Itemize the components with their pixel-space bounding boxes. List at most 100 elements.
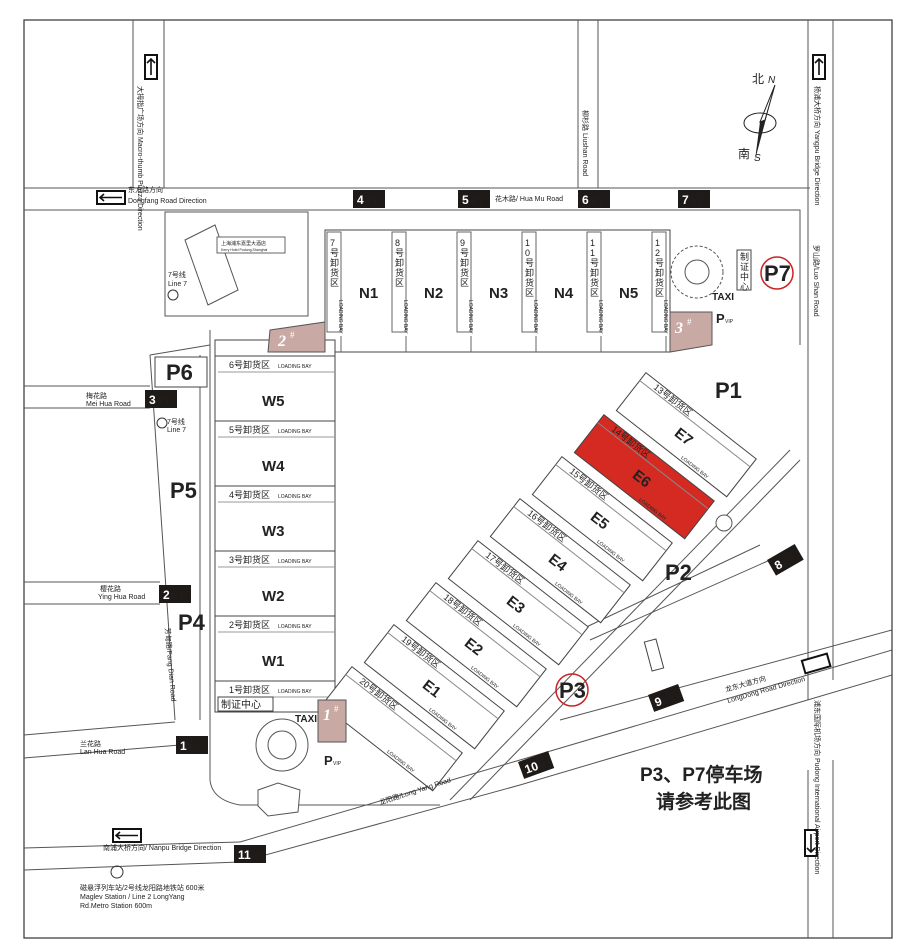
north-bay-label: 区 — [525, 288, 534, 298]
road-lanhua-cn: 兰花路 — [80, 739, 101, 748]
north-bay-label: 区 — [590, 288, 599, 298]
hall-w1[interactable]: W1 — [262, 653, 285, 670]
north-loading-bay — [521, 231, 537, 333]
north-bay-label: 卸 — [460, 257, 469, 268]
north-bay-label: 0 — [525, 248, 530, 258]
roundabout-east — [715, 514, 733, 532]
maglev-line3: Rd.Metro Station 600m — [80, 903, 152, 910]
cert-center-west: 制证中心 — [221, 698, 261, 711]
compass-south-en: S — [754, 153, 761, 164]
gate-number: 10 — [523, 759, 541, 777]
metro-icon — [110, 865, 124, 879]
gate-8[interactable]: 8号门 — [767, 544, 804, 576]
north-bay-label: 卸 — [525, 267, 534, 278]
gate-suffix: 号门 — [689, 198, 701, 206]
north-bay-label: 1 — [525, 238, 530, 248]
hotel-name-en: Kerry Hotel Pudong,Shanghai — [221, 248, 268, 252]
cert-center-east-box — [643, 638, 665, 672]
hotel-name-cn: 上海浦东嘉里大酒店 — [221, 240, 266, 247]
gate-9[interactable]: 9号门 — [648, 684, 685, 712]
north-loading-bay — [456, 231, 472, 333]
cert-center-north-c3: 中 — [740, 271, 749, 282]
building-small — [257, 782, 301, 817]
gate-suffix: 号门 — [187, 744, 199, 752]
entrance-2-num: 2 — [277, 333, 286, 350]
west-bay-label: 4号卸货区 — [229, 489, 270, 500]
north-bay-label: 区 — [460, 278, 469, 288]
north-bay-label: 区 — [330, 278, 339, 288]
hall-n1[interactable]: N1 — [359, 285, 378, 302]
north-bay-label: 号 — [395, 248, 404, 258]
map-frame — [23, 19, 893, 939]
entrance-1-sup: # — [334, 704, 339, 714]
hall-w5[interactable]: W5 — [262, 393, 285, 410]
entrance-3[interactable]: 3 # — [669, 311, 713, 353]
gate-suffix: 号门 — [538, 759, 552, 771]
north-bay-label: 货 — [655, 277, 664, 288]
hall-n5[interactable]: N5 — [619, 285, 638, 302]
gate-number: 9 — [653, 694, 664, 710]
north-bay-label: 卸 — [590, 267, 599, 278]
hall-w4[interactable]: W4 — [262, 458, 285, 475]
taxi-north: TAXI — [712, 292, 734, 303]
north-bay-en: LOADING BAY — [662, 300, 668, 334]
road-luoshan: 罗山路/Luo Shan Road — [812, 245, 821, 317]
parking-p6: P6 — [166, 360, 193, 385]
north-bay-label: 货 — [330, 267, 339, 278]
north-bay-en: LOADING BAY — [337, 300, 343, 334]
gate-number: 7 — [682, 193, 689, 207]
maglev-line2: Maglev Station / Line 2 LongYang — [80, 894, 185, 901]
taxi-west: TAXI — [295, 714, 317, 725]
cert-center-north-c1: 制 — [740, 251, 749, 262]
arrow-up-icon — [814, 57, 824, 75]
north-loading-bay — [586, 231, 602, 333]
north-bay-label: 9 — [460, 238, 465, 248]
north-loading-bay — [326, 231, 342, 333]
gate-suffix: 号门 — [156, 398, 168, 406]
direction-arrows — [96, 54, 832, 857]
gate-suffix: 号门 — [589, 198, 601, 206]
hall-w2[interactable]: W2 — [262, 588, 285, 605]
hall-n2[interactable]: N2 — [424, 285, 443, 302]
vip-parking-west-vip: VIP — [333, 761, 342, 767]
arrow-left-icon — [114, 831, 138, 840]
compass-south-cn: 南 — [738, 146, 750, 161]
north-bay-en: LOADING BAY — [467, 300, 473, 334]
arrow-down-icon — [806, 834, 816, 854]
north-bay-label: 货 — [460, 267, 469, 278]
hall-n4[interactable]: N4 — [554, 285, 574, 302]
west-bay-en: LOADING BAY — [278, 689, 312, 695]
road-huamu: 花木路/ Hua Mu Road — [495, 194, 563, 203]
north-bay-label: 号 — [460, 248, 469, 258]
metro-icon — [167, 289, 179, 301]
gate-number: 4 — [357, 193, 364, 207]
metro-icon — [156, 417, 168, 429]
compass-north-en: N — [768, 75, 776, 86]
entrance-2[interactable]: 2 # — [267, 321, 326, 353]
north-bay-label: 号 — [525, 258, 534, 268]
hall-n3[interactable]: N3 — [489, 285, 508, 302]
gate-suffix: 号门 — [661, 695, 675, 707]
north-loading-bay — [391, 231, 407, 333]
entrance-1[interactable]: 1 # — [317, 699, 347, 743]
parking-p2: P2 — [665, 560, 692, 585]
west-bay-en: LOADING BAY — [278, 624, 312, 630]
west-bay-label: 1号卸货区 — [229, 684, 270, 695]
road-yinghua-en: Ying Hua Road — [98, 594, 145, 601]
north-bay-label: 区 — [655, 288, 664, 298]
gate-suffix: 号门 — [469, 198, 481, 206]
hall-w3[interactable]: W3 — [262, 523, 285, 540]
